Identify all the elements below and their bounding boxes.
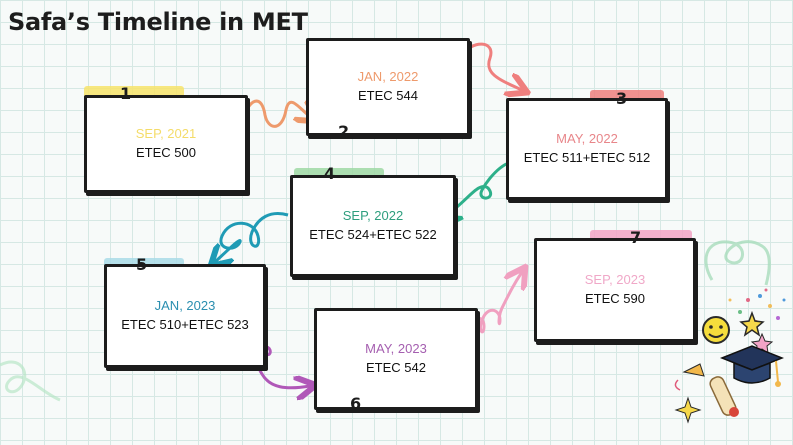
- step-number-6: 6: [350, 394, 362, 413]
- step-number-3: 3: [616, 89, 628, 108]
- timeline-card-7: SEP, 2023 ETEC 590: [534, 238, 696, 342]
- step-number-2: 2: [338, 122, 350, 141]
- graduation-cap-icon: [719, 345, 785, 387]
- step-date: MAY, 2022: [556, 131, 618, 146]
- star-icon: [739, 310, 765, 337]
- step-date: SEP, 2022: [342, 208, 404, 223]
- step-course: ETEC 524+ETEC 522: [309, 227, 437, 242]
- step-number-5: 5: [136, 255, 148, 274]
- step-date: JAN, 2023: [154, 298, 216, 313]
- arrow-2-to-3: [460, 42, 522, 90]
- step-course: ETEC 544: [358, 88, 418, 103]
- timeline-card-2: JAN, 2022 ETEC 544: [306, 38, 470, 136]
- decorative-swirl-bottom: [0, 360, 61, 402]
- smiley-icon: [702, 316, 730, 344]
- arrow-3-to-4: [445, 161, 520, 215]
- step-number-7: 7: [630, 228, 642, 247]
- step-course: ETEC 511+ETEC 512: [523, 150, 651, 165]
- arrow-1-to-2: [238, 101, 312, 128]
- step-date: MAY, 2023: [365, 341, 427, 356]
- timeline-card-4: SEP, 2022 ETEC 524+ETEC 522: [290, 175, 456, 277]
- step-course: ETEC 500: [136, 145, 196, 160]
- step-course: ETEC 590: [585, 291, 645, 306]
- step-number-1: 1: [120, 84, 132, 103]
- timeline-card-3: MAY, 2022 ETEC 511+ETEC 512: [506, 98, 668, 200]
- sparkle-icon: [674, 396, 702, 424]
- confetti: [720, 288, 786, 334]
- arrow-4-to-5: [215, 212, 289, 262]
- step-date: JAN, 2022: [357, 69, 419, 84]
- timeline-card-1: SEP, 2021 ETEC 500: [84, 95, 248, 193]
- timeline-card-5: JAN, 2023 ETEC 510+ETEC 523: [104, 264, 266, 368]
- step-course: ETEC 542: [366, 360, 426, 375]
- page-title: Safa’s Timeline in MET: [8, 8, 308, 36]
- step-number-4: 4: [324, 164, 336, 183]
- step-date: SEP, 2021: [135, 126, 197, 141]
- step-date: SEP, 2023: [584, 272, 646, 287]
- decorative-swirl: [704, 240, 771, 286]
- diploma-icon: [709, 376, 739, 417]
- timeline-card-6: MAY, 2023 ETEC 542: [314, 308, 478, 410]
- step-course: ETEC 510+ETEC 523: [121, 317, 249, 332]
- arrow-6-to-7: [462, 272, 522, 334]
- party-horn-icon: [674, 363, 705, 391]
